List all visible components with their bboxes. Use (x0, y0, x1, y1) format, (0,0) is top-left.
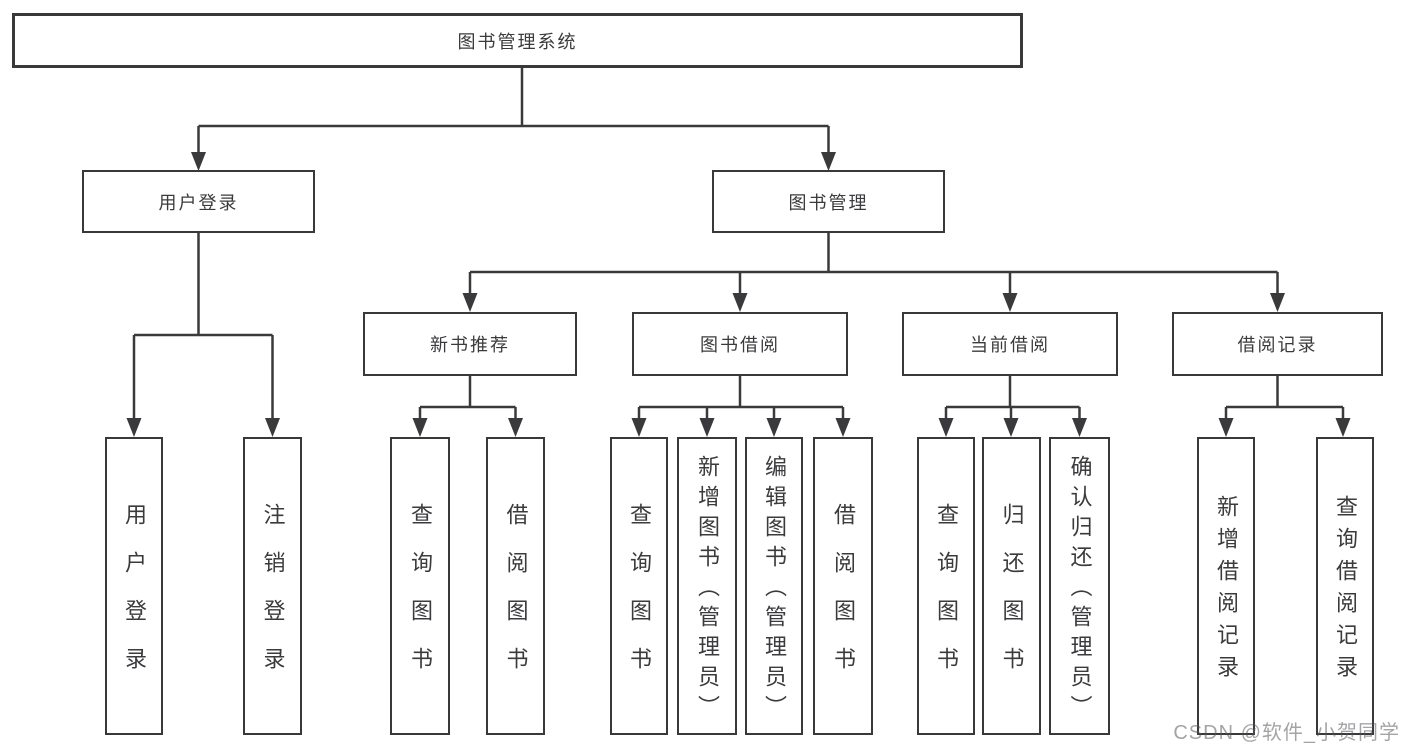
node-book-management: 图书管理 (712, 170, 945, 233)
csdn-watermark: CSDN @软件_小贺同学 (1173, 722, 1400, 744)
leaf-borrow-book-recommend: 借阅图书 (486, 437, 545, 735)
leaf-query-borrow-record: 查询借阅记录 (1316, 437, 1374, 735)
node-book-management-label: 图书管理 (788, 192, 869, 213)
node-root-label: 图书管理系统 (457, 31, 578, 52)
node-new-book-recommend: 新书推荐 (363, 312, 577, 376)
leaf-add-book-admin: 新增图书（管理员） (677, 437, 737, 735)
leaf-add-borrow-record: 新增借阅记录 (1197, 437, 1255, 735)
node-root-library-system: 图书管理系统 (12, 13, 1023, 68)
leaf-user-login: 用户登录 (105, 437, 163, 735)
leaf-confirm-return-admin: 确认归还（管理员） (1049, 437, 1110, 735)
leaf-return-book: 归还图书 (982, 437, 1041, 735)
arrowheads (126, 152, 1351, 437)
node-user-login-label: 用户登录 (158, 192, 239, 213)
node-new-book-recommend-label: 新书推荐 (430, 335, 510, 355)
leaf-query-book-current: 查询图书 (917, 437, 975, 735)
leaf-logout: 注销登录 (243, 437, 302, 735)
leaf-edit-book-admin: 编辑图书（管理员） (745, 437, 803, 735)
leaf-query-book-borrow: 查询图书 (610, 437, 668, 735)
node-book-borrow-label: 图书借阅 (700, 335, 780, 355)
node-user-login: 用户登录 (82, 170, 315, 233)
node-current-borrow: 当前借阅 (902, 312, 1118, 376)
node-book-borrow: 图书借阅 (632, 312, 848, 376)
leaf-query-book-recommend: 查询图书 (390, 437, 450, 735)
node-current-borrow-label: 当前借阅 (970, 335, 1050, 355)
node-borrow-record-label: 借阅记录 (1237, 335, 1318, 355)
leaf-borrow-book: 借阅图书 (813, 437, 873, 735)
node-borrow-record: 借阅记录 (1172, 312, 1383, 376)
